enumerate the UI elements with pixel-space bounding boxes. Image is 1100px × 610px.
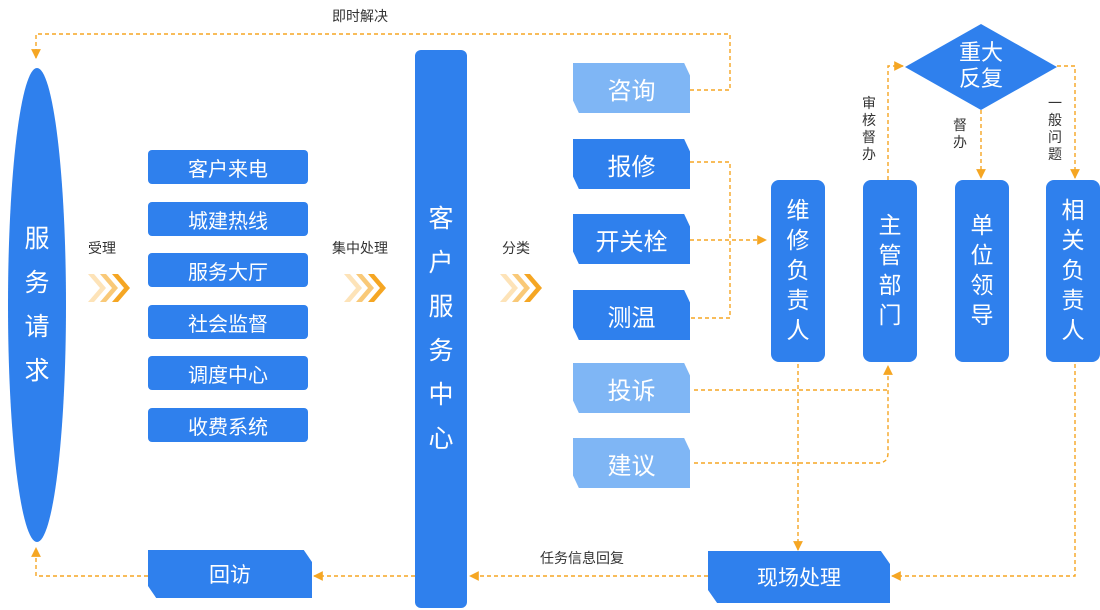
category-valve: 开关栓 [573, 214, 690, 264]
label-char: 问 [1048, 130, 1062, 146]
service-request-char: 务 [24, 268, 50, 297]
general-issue-label: 一 般 问 题 [1048, 96, 1062, 164]
accept-label: 受理 [88, 241, 116, 257]
role-char: 相 [1061, 198, 1085, 224]
label-char: 一 [1048, 96, 1062, 112]
center-char: 服 [428, 292, 454, 321]
role-char: 门 [878, 303, 902, 329]
source-dispatch-center: 调度中心 [148, 356, 308, 390]
label-char: 审 [862, 96, 876, 112]
role-char: 主 [878, 213, 902, 239]
suggestion-line [694, 365, 893, 464]
onsite-handling: 现场处理 [708, 551, 890, 603]
review-supervise-label: 审 核 督 办 [862, 96, 876, 164]
major-text: 重大 [958, 41, 1003, 66]
related-to-onsite-line [891, 364, 1076, 581]
center-char: 心 [428, 424, 454, 453]
immediate-resolve-label: 即时解决 [332, 9, 388, 25]
unit-leader: 单 位 领 导 [955, 180, 1009, 362]
category-repair: 报修 [573, 139, 690, 189]
label-char: 办 [953, 135, 967, 151]
revisit-to-request-line [31, 547, 148, 577]
chevron-arrow-icon [86, 272, 130, 304]
service-request-node: 服 务 请 求 [8, 68, 66, 542]
role-char: 导 [970, 303, 994, 329]
major-text: 反复 [958, 67, 1003, 92]
customer-service-center: 客 户 服 务 中 心 [415, 50, 467, 608]
role-char: 人 [786, 318, 810, 344]
center-char: 客 [428, 204, 454, 233]
category-temperature: 测温 [573, 290, 690, 340]
label-char: 办 [862, 147, 876, 163]
role-char: 修 [786, 228, 810, 254]
revisit-node: 回访 [148, 550, 312, 598]
role-char: 维 [786, 198, 810, 224]
label-char: 核 [862, 113, 876, 129]
role-char: 部 [878, 273, 902, 299]
service-request-char: 请 [24, 312, 50, 341]
center-char: 户 [428, 248, 454, 277]
source-social-supervision: 社会监督 [148, 305, 308, 339]
major-recurring-decision: 重大 反复 [905, 24, 1057, 110]
center-char: 中 [428, 380, 454, 409]
category-complaint: 投诉 [573, 363, 690, 413]
role-char: 责 [1061, 288, 1085, 314]
service-request-char: 求 [24, 356, 50, 385]
chevron-arrow-icon [342, 272, 386, 304]
classify-label: 分类 [502, 241, 530, 257]
role-char: 位 [970, 243, 994, 269]
category-suggestion: 建议 [573, 438, 690, 488]
role-char: 单 [970, 213, 994, 239]
role-char: 责 [786, 288, 810, 314]
role-char: 管 [878, 243, 902, 269]
maintenance-lead: 维 修 负 责 人 [771, 180, 825, 362]
dept-to-major-line [887, 61, 904, 180]
role-char: 关 [1061, 228, 1085, 254]
role-char: 负 [786, 258, 810, 284]
related-lead: 相 关 负 责 人 [1046, 180, 1100, 362]
major-to-related-line [1057, 65, 1080, 179]
label-char: 督 [953, 118, 967, 134]
role-char: 人 [1061, 318, 1085, 344]
source-billing-system: 收费系统 [148, 408, 308, 442]
service-request-char: 服 [24, 224, 50, 253]
supervising-department: 主 管 部 门 [863, 180, 917, 362]
centralize-label: 集中处理 [332, 241, 388, 257]
source-service-hall: 服务大厅 [148, 253, 308, 287]
role-char: 领 [970, 273, 994, 299]
label-char: 督 [862, 130, 876, 146]
role-char: 负 [1061, 258, 1085, 284]
supervise-label: 督 办 [953, 118, 967, 152]
source-city-hotline: 城建热线 [148, 202, 308, 236]
label-char: 般 [1048, 113, 1062, 129]
source-customer-call: 客户来电 [148, 150, 308, 184]
task-info-reply-label: 任务信息回复 [540, 551, 624, 567]
repair-merge-line [690, 161, 731, 319]
chevron-arrow-icon [498, 272, 542, 304]
immediate-resolve-line [31, 33, 731, 91]
label-char: 题 [1048, 147, 1062, 163]
category-consult: 咨询 [573, 63, 690, 113]
center-char: 务 [428, 336, 454, 365]
